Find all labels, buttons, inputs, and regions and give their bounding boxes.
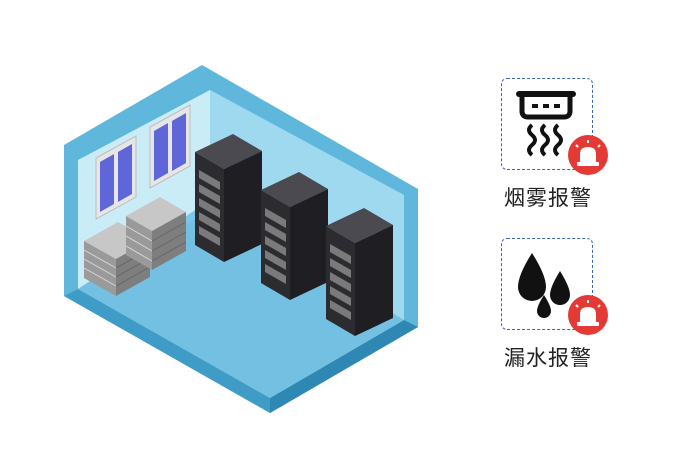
room-frame-bottom-right [270, 320, 418, 413]
server-stack-right [125, 197, 187, 270]
server-rack-1 [195, 134, 262, 262]
water-leak-icon [518, 253, 570, 318]
server-rack-2 [261, 172, 328, 300]
window-left [95, 135, 137, 220]
smoke-detector-icon [516, 91, 576, 157]
siren-icon [568, 295, 608, 335]
room-frame-bottom-left [64, 289, 270, 413]
smoke-alarm-card [501, 78, 608, 175]
smoke-alarm-label: 烟雾报警 [504, 186, 592, 210]
siren-icon [568, 135, 608, 175]
server-rack-3 [326, 208, 393, 336]
window-right [149, 104, 191, 189]
water-leak-alarm-card [501, 238, 608, 335]
water-leak-alarm-label: 漏水报警 [504, 346, 592, 370]
